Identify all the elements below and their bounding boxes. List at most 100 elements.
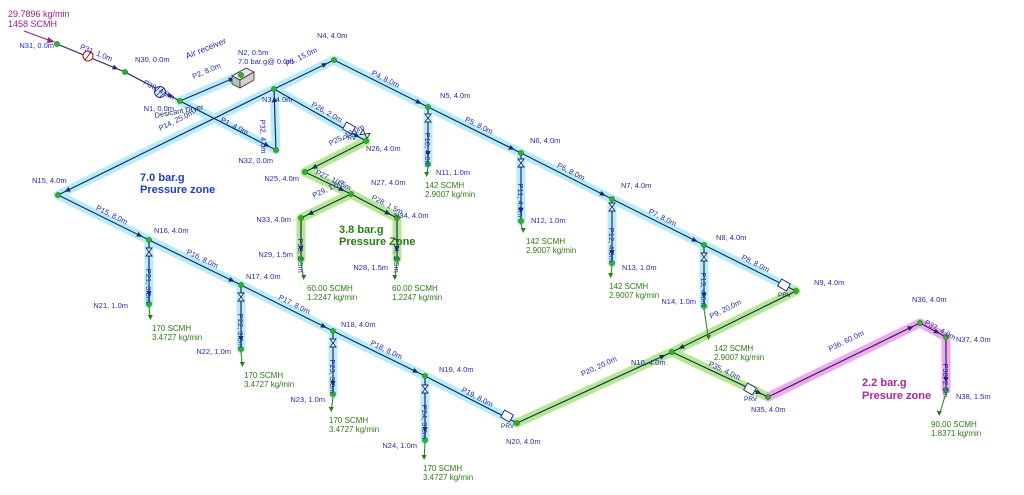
pipe-label-p38: P38, 2.5m: [941, 364, 950, 398]
pipe-p1[interactable]: [179, 100, 277, 151]
demand-kgmin-n24: 3.4727 kg/min: [423, 473, 473, 482]
node-n33[interactable]: [298, 215, 304, 221]
valve-icon[interactable]: [700, 252, 708, 262]
node-n24[interactable]: [422, 437, 428, 443]
pipe-label-p33: P33, 2.5m: [296, 239, 305, 273]
node-n35[interactable]: [765, 394, 771, 400]
node-n36[interactable]: [917, 320, 923, 326]
node-n14[interactable]: [701, 303, 707, 309]
flow-arrow-icon: [425, 151, 431, 157]
valve-icon[interactable]: [359, 128, 371, 140]
zone-7bar-pressure: 7.0 bar.g: [140, 172, 185, 184]
node-n20[interactable]: [514, 420, 520, 426]
node-label-n35: N35, 4.0m: [751, 405, 786, 414]
node-label-n3: N3, 4.0m: [262, 95, 292, 104]
pipe-p20[interactable]: [516, 351, 673, 424]
zone-2-2bar-pressure: 2.2 bar.g: [862, 377, 907, 389]
flow-arrow-icon: [271, 95, 277, 103]
pipe-label-p13: P13, 4.0m: [699, 272, 708, 306]
prv-icon[interactable]: [342, 121, 356, 135]
node-n34[interactable]: [394, 215, 400, 221]
pipe-p4[interactable]: [333, 59, 429, 108]
valve-icon[interactable]: [145, 247, 153, 257]
pipe-label-p30: P30, 4.0m: [142, 78, 176, 102]
node-label-n30: N30, 0.0m: [135, 55, 170, 64]
node-n5[interactable]: [425, 104, 431, 110]
node-n21[interactable]: [146, 301, 152, 307]
node-n29[interactable]: [298, 256, 304, 262]
dryer-hatch: [154, 86, 166, 98]
node-label-n15: N15, 4.0m: [32, 176, 67, 185]
valve-icon[interactable]: [329, 338, 337, 348]
valve-icon[interactable]: [608, 202, 616, 212]
pipe-p14[interactable]: [57, 88, 275, 196]
demand-arrow-head-icon: [424, 172, 430, 177]
pipe-label-p23: P23, 3.0m: [328, 359, 337, 393]
flow-arrow-icon: [311, 163, 318, 169]
prv-icon[interactable]: [500, 409, 514, 423]
node-n19[interactable]: [422, 373, 428, 379]
node-n10[interactable]: [669, 349, 675, 355]
flow-arrow-icon: [943, 377, 949, 383]
node-n12[interactable]: [518, 218, 524, 224]
node-n7[interactable]: [609, 196, 615, 202]
node-n26[interactable]: [363, 138, 369, 144]
node-n23[interactable]: [330, 391, 336, 397]
flow-arrow-icon: [384, 209, 391, 215]
pipe-p9[interactable]: [671, 290, 797, 353]
node-n16[interactable]: [146, 237, 152, 243]
pipe-p15[interactable]: [57, 194, 150, 241]
node-n3[interactable]: [271, 86, 277, 92]
valve-icon[interactable]: [424, 113, 432, 123]
pipe-p16[interactable]: [148, 239, 242, 286]
prv-icon[interactable]: [743, 382, 757, 396]
valve-icon[interactable]: [421, 384, 429, 394]
pipe-p18[interactable]: [332, 330, 426, 377]
demand-scmh-n22: 170 SCMH: [244, 371, 283, 380]
node-label-n17: N17, 4.0m: [246, 272, 281, 281]
node-label-n16: N16, 4.0m: [154, 226, 189, 235]
node-n1[interactable]: [177, 98, 183, 104]
node-n4[interactable]: [331, 57, 337, 63]
node-n15[interactable]: [55, 192, 61, 198]
pipe-p17[interactable]: [240, 284, 334, 332]
pipe-p7[interactable]: [611, 198, 705, 246]
valve-icon[interactable]: [237, 292, 245, 302]
node-n9[interactable]: [793, 288, 799, 294]
node-label-n4: N4, 4.0m: [317, 31, 347, 40]
node-label-n24: N24, 1.0m: [382, 441, 417, 450]
node-n11[interactable]: [425, 161, 431, 167]
node-n28[interactable]: [394, 256, 400, 262]
valve-icon[interactable]: [517, 158, 525, 168]
node-n38[interactable]: [943, 387, 949, 393]
node-label-n27: N27, 4.0m: [371, 178, 406, 187]
pipe-p36[interactable]: [767, 322, 921, 398]
node-n13[interactable]: [609, 260, 615, 266]
pipe-p6[interactable]: [520, 152, 613, 200]
node-n32[interactable]: [273, 147, 279, 153]
demand-arrow-head-icon: [301, 275, 307, 280]
demand-kgmin-n11: 2.9007 kg/min: [425, 190, 475, 199]
demand-scmh-n21: 170 SCMH: [152, 324, 191, 333]
demand-arrow-head-icon: [328, 407, 334, 412]
node-n8[interactable]: [701, 242, 707, 248]
node-n2[interactable]: [238, 72, 244, 78]
node-n37[interactable]: [943, 334, 949, 340]
node-n27[interactable]: [348, 191, 354, 197]
node-n31[interactable]: [54, 41, 60, 47]
node-n18[interactable]: [330, 328, 336, 334]
node-n6[interactable]: [518, 150, 524, 156]
flow-arrow-icon: [659, 354, 666, 360]
node-n17[interactable]: [238, 282, 244, 288]
demand-arrow-head-icon: [706, 335, 711, 340]
flow-arrow-icon: [136, 231, 143, 237]
node-n30[interactable]: [122, 69, 128, 75]
node-n25[interactable]: [302, 169, 308, 175]
node-label-n23: N23, 1.0m: [290, 395, 325, 404]
prv-icon[interactable]: [777, 278, 791, 292]
pipe-label-p32: P32, 4.0m: [258, 119, 268, 153]
demand-scmh-n38: 90.00 SCMH: [931, 420, 977, 429]
pipe-p37[interactable]: [919, 322, 947, 338]
node-n22[interactable]: [238, 346, 244, 352]
pipe-p5[interactable]: [427, 106, 522, 154]
